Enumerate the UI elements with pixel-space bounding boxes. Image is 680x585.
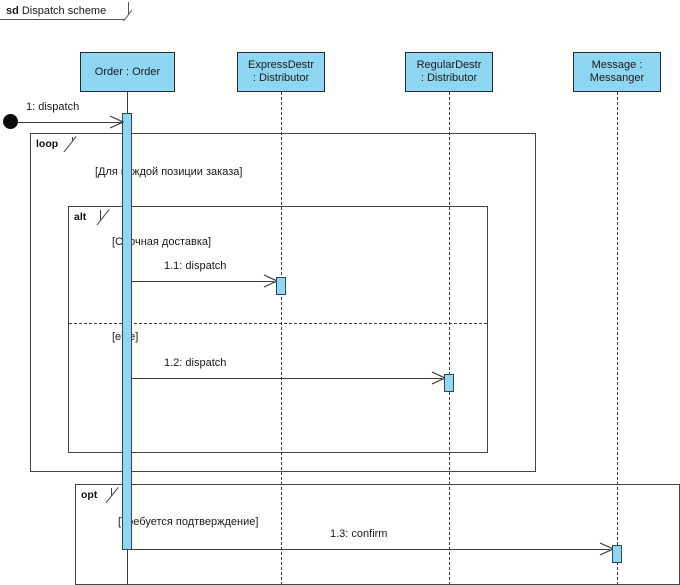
fragment-alt[interactable] (68, 206, 488, 453)
lifeline-head-messenger[interactable]: Message : Messanger (573, 52, 661, 92)
lifeline-label-regular-line2: : Distributor (420, 72, 478, 84)
fragment-opt-guard: [Требуется подтверждение] (118, 516, 259, 528)
message-1-label: 1: dispatch (26, 101, 80, 113)
message-1-1-line (132, 281, 274, 282)
message-1-3-line (132, 549, 610, 550)
found-message-start-dot (3, 114, 18, 129)
message-1-3-label: 1.3: confirm (330, 528, 388, 540)
fragment-loop-label-container: loop (31, 134, 79, 152)
lifeline-label-express-line2: : Distributor (252, 72, 310, 84)
fragment-opt-label-container: opt (76, 485, 120, 503)
lifeline-head-regular-distributor[interactable]: RegularDestr : Distributor (405, 52, 493, 92)
lifeline-label-messenger-line2: Messanger (589, 72, 645, 84)
activation-order-main[interactable] (122, 113, 132, 550)
diagram-kind-keyword: sd (6, 5, 19, 17)
lifeline-head-express-distributor[interactable]: ExpressDestr : Distributor (237, 52, 325, 92)
lifeline-line-regular-distributor (449, 92, 450, 585)
fragment-alt-operand-separator (69, 323, 487, 324)
activation-regular-distributor[interactable] (444, 374, 454, 392)
fragment-alt-operator: alt (69, 210, 102, 225)
lifeline-label-messenger-line1: Message : (591, 59, 643, 71)
lifeline-label-express-line1: ExpressDestr (247, 59, 315, 71)
fragment-alt-guard-primary: [Срочная доставка] (112, 236, 212, 248)
message-1-2-label: 1.2: dispatch (164, 357, 227, 369)
message-1-1-label: 1.1: dispatch (164, 260, 227, 272)
lifeline-head-order[interactable]: Order : Order (80, 52, 175, 92)
lifeline-label-order-line1: Order : Order (94, 65, 161, 78)
diagram-title: Dispatch scheme (21, 5, 107, 17)
message-1-line (17, 122, 122, 123)
fragment-loop[interactable] (30, 133, 536, 472)
fragment-loop-guard: [Для каждой позиции заказа] (95, 166, 243, 178)
lifeline-line-messenger (617, 92, 618, 585)
lifeline-line-express-distributor (281, 92, 282, 585)
lifeline-label-regular-line1: RegularDestr (416, 59, 482, 71)
fragment-alt-label-container: alt (69, 207, 111, 225)
activation-messenger[interactable] (612, 545, 622, 563)
activation-express-distributor[interactable] (276, 277, 286, 295)
message-1-2-line (132, 378, 442, 379)
